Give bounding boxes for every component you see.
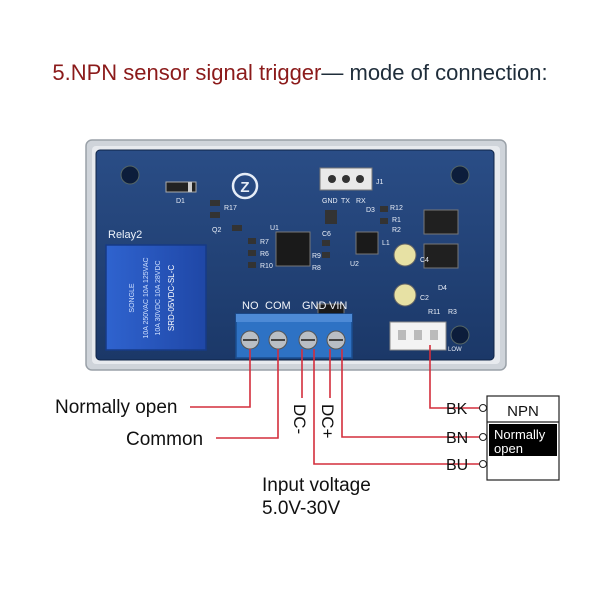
mounting-hole — [120, 165, 140, 185]
silk-c6: C6 — [322, 231, 331, 238]
label-normally-open: Normally open — [55, 397, 178, 418]
npn-sensor-box — [486, 395, 560, 481]
screw-terminal-gnd — [298, 330, 318, 350]
smd-part — [210, 200, 220, 206]
connector-label: LOW — [448, 347, 462, 353]
mosfet-top — [423, 209, 459, 235]
smd-part — [325, 210, 337, 224]
silk-r2: R2 — [392, 227, 401, 234]
header-label-tx: TX — [341, 198, 350, 205]
silk-c4: C4 — [420, 257, 429, 264]
relay-text-line: SRD-05VDC-SL-C — [167, 265, 176, 331]
terminal-block — [235, 313, 353, 359]
label-common: Common — [126, 429, 203, 450]
sensor-mode-line2: open — [494, 441, 523, 456]
diode-band — [188, 182, 192, 192]
smd-part — [248, 238, 256, 244]
relay-label: Relay2 — [108, 229, 142, 241]
sensor-mode-line1: Normally — [494, 427, 546, 442]
sensor-type: NPN — [507, 403, 539, 420]
sensor-terminals — [479, 404, 487, 468]
terminal-bu — [479, 460, 487, 468]
smd-part — [210, 212, 220, 218]
wire-normally-open — [190, 349, 251, 408]
silk-r11: R11 — [428, 309, 440, 316]
silk-r9: R9 — [312, 253, 321, 260]
normally-open-highlight — [489, 424, 557, 456]
silk-d4: D4 — [438, 285, 447, 292]
silk-r6: R6 — [260, 251, 269, 258]
title-part-1: 5.NPN sensor signal trigger — [52, 60, 322, 85]
terminal-bn — [479, 433, 487, 441]
silk-u2: U2 — [350, 261, 359, 268]
diagram-title: 5.NPN sensor signal trigger— mode of con… — [0, 60, 600, 86]
silk-q2: Q2 — [212, 227, 221, 234]
mounting-hole — [450, 325, 470, 345]
connector-pin — [430, 330, 438, 340]
label-voltage-range: 5.0V-30V — [262, 498, 340, 519]
screw-terminal-vin — [326, 330, 346, 350]
smd-part — [322, 252, 330, 258]
wire-gnd-to-bu — [313, 349, 480, 465]
silk-r3: R3 — [448, 309, 457, 316]
mounting-hole — [450, 165, 470, 185]
silk-j1: J1 — [376, 179, 384, 186]
silk-d3: D3 — [366, 207, 375, 214]
diode-d1 — [165, 181, 197, 193]
wire-signal-to-bk — [429, 345, 480, 409]
smd-part — [248, 250, 256, 256]
title-part-2: — mode of connection: — [321, 60, 548, 85]
silk-l1: L1 — [382, 240, 390, 247]
relay-text-line: 10A 250VAC 10A 125VAC — [143, 257, 150, 338]
silk-r8: R8 — [312, 265, 321, 272]
wire-vin-to-bn — [341, 349, 480, 438]
brand-logo — [231, 172, 259, 200]
wire-common — [216, 349, 279, 439]
header-pin — [342, 175, 350, 183]
silk-c2: C2 — [420, 295, 429, 302]
smd-part — [232, 225, 242, 231]
terminal-label-no: NO — [242, 300, 259, 312]
terminal-label-com: COM — [265, 300, 291, 312]
screw-terminal-com — [268, 330, 288, 350]
relay-text-line: SONGLE — [129, 283, 136, 313]
silk-r7: R7 — [260, 239, 269, 246]
terminal-bk — [479, 404, 487, 412]
capacitor-c2 — [393, 283, 417, 307]
smd-part — [248, 262, 256, 268]
silk-d1: D1 — [176, 198, 185, 205]
relay: SONGLE 10A 250VAC 10A 125VAC 10A 30VDC 1… — [105, 244, 207, 351]
label-dc-plus: DC+ — [318, 404, 337, 439]
header-label-gnd: GND — [322, 198, 338, 205]
relay-text-line: 10A 30VDC 10A 28VDC — [155, 260, 162, 335]
label-dc-minus: DC- — [290, 404, 309, 434]
terminal-label-gnd: GND — [302, 300, 327, 312]
sensor-wire-bn: BN — [446, 430, 468, 447]
capacitor-c4 — [393, 243, 417, 267]
silk-r17: R17 — [224, 205, 237, 212]
microcontroller-chip — [275, 231, 311, 267]
smd-part — [322, 240, 330, 246]
header-label-rx: RX — [356, 198, 366, 205]
header-pin — [328, 175, 336, 183]
mosfet-bottom — [423, 243, 459, 269]
sensor-wire-bk: BK — [446, 401, 468, 418]
sensor-wire-bu: BU — [446, 457, 468, 474]
inductor-l1 — [355, 231, 379, 255]
connector-pin — [398, 330, 406, 340]
silk-r12: R12 — [390, 205, 403, 212]
header-pin — [356, 175, 364, 183]
terminal-label-vin: VIN — [329, 300, 347, 312]
silk-u1: U1 — [270, 225, 279, 232]
wires — [190, 345, 480, 465]
label-input-voltage: Input voltage — [262, 475, 371, 496]
connector-pin — [414, 330, 422, 340]
screw-terminal-no — [240, 330, 260, 350]
silk-r10: R10 — [260, 263, 273, 270]
smd-part — [380, 218, 388, 224]
brand-logo-glyph: Z — [240, 179, 249, 196]
silk-r1: R1 — [392, 217, 401, 224]
smd-part — [380, 206, 388, 212]
